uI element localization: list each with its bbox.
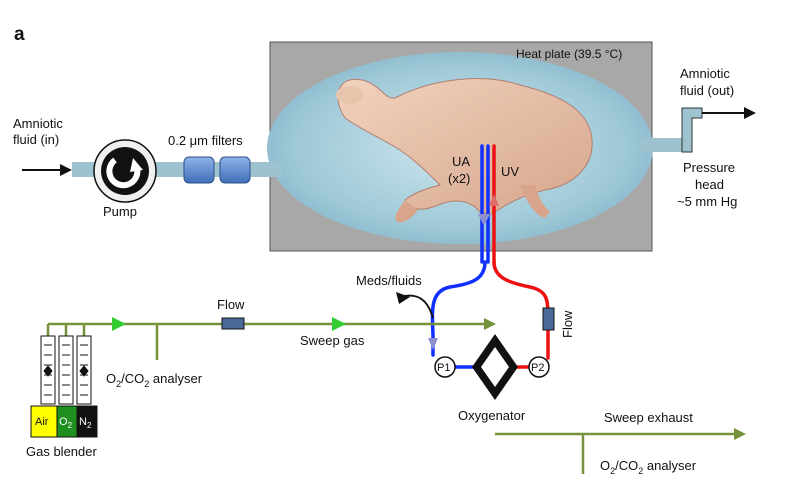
arterial-loop [430,260,487,357]
amniotic-in-line-2: fluid (in) [13,132,59,147]
gas-sources: Air O2 N2 [30,405,98,438]
oxygenator [472,334,518,400]
gas-box-n2-label: N2 [79,416,92,430]
filters [183,156,251,184]
pump-label: Pump [103,204,137,219]
amniotic-out-arrowhead [744,107,756,119]
p1-label: P1 [437,362,450,374]
p2-label: P2 [531,362,544,374]
venous-loop [492,260,550,360]
pressure-head-label: Pressure head ~5 mm Hg [677,160,739,209]
gas-box-n2 [76,405,98,438]
gas-flowmeters [40,335,92,405]
sweep-gas-arrowhead [484,318,496,330]
heat-plate-label: Heat plate (39.5 °C) [516,47,622,61]
ua-down-arrow [478,214,490,226]
panel-label: a [14,24,25,45]
amniotic-in-label: Amniotic fluid (in) [13,116,66,147]
flow-top-label: Flow [217,297,245,312]
sweep-exhaust-label: Sweep exhaust [604,410,693,425]
fetal-lamb [336,78,593,223]
sweep-gas-marker-1 [112,317,126,331]
flowmeter-air [40,335,56,405]
pressure-head-line-3: ~5 mm Hg [677,194,737,209]
outflow-tube [640,138,690,152]
oxygenator-label: Oxygenator [458,408,526,423]
ua-label: UA (x2) [448,154,473,186]
flow-sensor-side [542,307,555,331]
flowmeter-o2 [58,335,74,405]
flow-side-label: Flow [560,310,575,338]
filters-label: 0.2 μm filters [168,133,243,148]
pump [93,139,157,203]
amniotic-out-line-1: Amniotic [680,66,730,81]
meds-label: Meds/fluids [356,273,422,288]
flowmeter-n2 [76,335,92,405]
ua-line-1: UA [452,154,470,169]
ua-line-2: (x2) [448,171,470,186]
gas-box-air-label: Air [35,416,49,428]
sweep-gas-label: Sweep gas [300,333,365,348]
p1-sensor [434,356,456,378]
outflow-riser [681,107,703,153]
meds-arrowhead [396,292,410,304]
flow-sensor-top [221,317,245,330]
sweep-exhaust-arrowhead [734,428,746,440]
sweep-gas-marker-2 [332,317,346,331]
uv-label: UV [501,164,519,179]
analyser-top-label: O2/CO2 analyser [106,371,203,389]
amniotic-in-arrowhead [60,164,72,176]
pressure-head-line-1: Pressure [683,160,735,175]
amniotic-out-line-2: fluid (out) [680,83,734,98]
pressure-head-line-2: head [695,177,724,192]
gas-blender-label: Gas blender [26,444,97,459]
amniotic-out-label: Amniotic fluid (out) [680,66,734,98]
p2-sensor [528,356,550,378]
analyser-bottom-label: O2/CO2 analyser [600,458,697,476]
amniotic-in-line-1: Amniotic [13,116,63,131]
uv-up-arrow [489,194,499,206]
p1-down-arrow [428,338,438,350]
gas-box-o2-label: O2 [59,416,73,430]
